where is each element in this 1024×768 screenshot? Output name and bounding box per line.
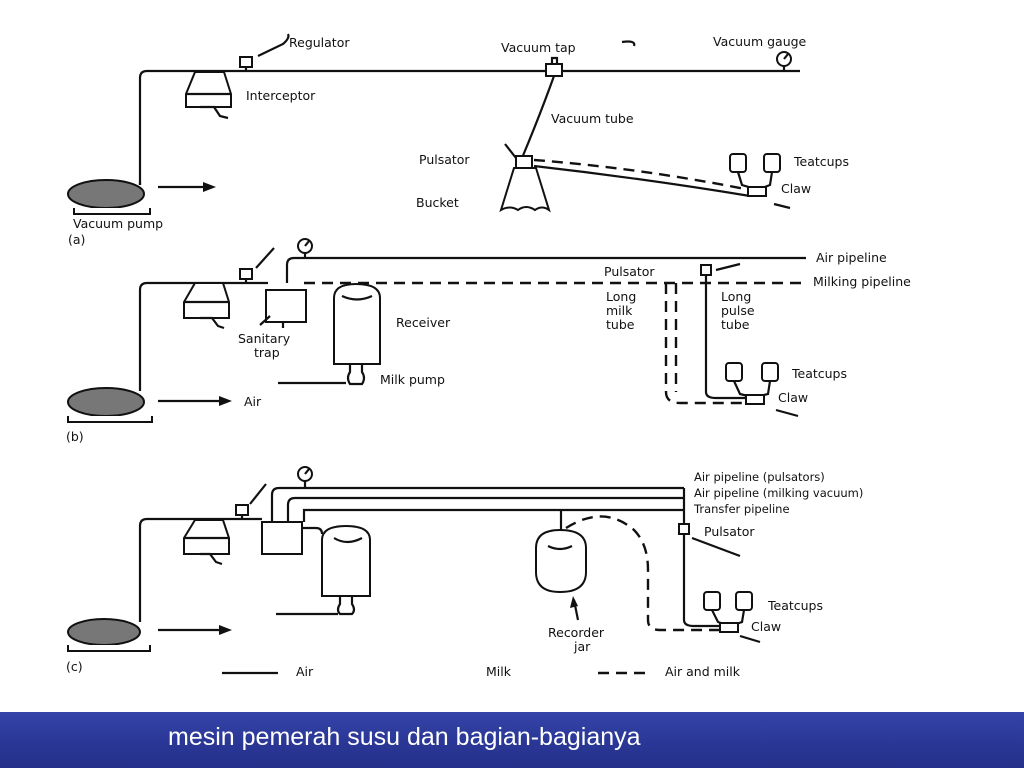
receiver-icon [333, 282, 381, 386]
footer-bar [0, 712, 1024, 768]
label-sanitary-trap-1: Sanitary [238, 331, 291, 346]
label-recorder-jar-2: jar [573, 639, 591, 654]
interceptor-icon [185, 71, 232, 120]
label-milking-pipeline: Milking pipeline [813, 274, 911, 289]
label-pulsator-a: Pulsator [419, 152, 470, 167]
panel-label-b: (b) [66, 429, 84, 444]
vacuum-pump-icon [67, 387, 153, 423]
label-air-pipeline: Air pipeline [816, 250, 887, 265]
label-teatcups-b: Teatcups [791, 366, 847, 381]
pulsator-icon [678, 523, 690, 535]
legend-air-and-milk: Air and milk [665, 664, 741, 679]
panel-c: Air pipeline (pulsators) Air pipeline (m… [66, 466, 863, 674]
tap-pointer [621, 40, 636, 47]
label-pulsator-b: Pulsator [604, 264, 655, 279]
vacuum-gauge-icon [297, 238, 313, 258]
label-regulator: Regulator [289, 35, 350, 50]
label-long-milk-tube-3: tube [606, 317, 635, 332]
panel-a: Regulator Vacuum tap Vacuum gauge Interc… [67, 33, 849, 247]
label-air-pipeline-pulsators: Air pipeline (pulsators) [694, 470, 825, 484]
label-vacuum-gauge: Vacuum gauge [713, 34, 807, 49]
pulsator-pointer [691, 536, 741, 558]
label-pulsator-c: Pulsator [704, 524, 755, 539]
pulsator-pointer [715, 262, 741, 272]
label-long-pulse-tube-2: pulse [721, 303, 755, 318]
claw-pointer [739, 634, 761, 644]
sanitary-trap-icon [265, 289, 307, 328]
bucket-icon [499, 155, 551, 213]
panel-label-c: (c) [66, 659, 83, 674]
label-recorder-jar-1: Recorder [548, 625, 605, 640]
label-long-milk-tube-2: milk [606, 303, 633, 318]
vacuum-tap-icon [545, 56, 563, 77]
receiver-icon [321, 524, 371, 616]
interceptor-icon [183, 519, 230, 566]
label-air-b: Air [244, 394, 262, 409]
label-long-milk-tube-1: Long [606, 289, 636, 304]
regulator-icon [239, 247, 275, 283]
interceptor-icon [183, 282, 230, 330]
legend-milk: Milk [486, 664, 512, 679]
label-teatcups-c: Teatcups [767, 598, 823, 613]
vacuum-gauge-icon [776, 51, 792, 71]
panel-b: Air pipeline Pulsator Milking pipeline L… [66, 238, 911, 444]
label-receiver: Receiver [396, 315, 451, 330]
regulator-icon [239, 33, 290, 71]
vacuum-gauge-icon [297, 466, 313, 488]
recorder-jar-icon [535, 510, 587, 594]
claw-pointer [773, 202, 791, 210]
slide-title: mesin pemerah susu dan bagian-bagianya [168, 723, 641, 751]
pulsator-icon [700, 264, 712, 276]
label-vacuum-tap: Vacuum tap [501, 40, 576, 55]
milking-machine-diagram: Regulator Vacuum tap Vacuum gauge Interc… [66, 33, 911, 679]
vacuum-pump-icon [67, 618, 151, 652]
teatcups-icon [703, 591, 753, 633]
sanitary-trap-pointer [259, 315, 271, 326]
label-bucket: Bucket [416, 195, 459, 210]
label-claw-a: Claw [781, 181, 811, 196]
label-vacuum-pump: Vacuum pump [73, 216, 163, 231]
teatcups-icon [725, 362, 779, 405]
label-claw-b: Claw [778, 390, 808, 405]
label-transfer-pipeline: Transfer pipeline [693, 502, 790, 516]
pulsator-pointer [504, 143, 517, 159]
claw-pointer [775, 408, 799, 418]
label-air-pipeline-milking-vacuum: Air pipeline (milking vacuum) [694, 486, 863, 500]
label-sanitary-trap-2: trap [254, 345, 280, 360]
legend: Air Milk Air and milk [222, 664, 741, 679]
label-long-pulse-tube-1: Long [721, 289, 751, 304]
legend-air: Air [296, 664, 314, 679]
vacuum-tube-line [520, 75, 556, 159]
vacuum-pump-icon [67, 179, 151, 215]
regulator-icon [235, 483, 267, 519]
teatcups-icon [729, 153, 781, 197]
panel-label-a: (a) [68, 232, 85, 247]
trap-to-receiver [302, 526, 324, 535]
sanitary-trap-icon [261, 521, 303, 555]
label-interceptor: Interceptor [246, 88, 316, 103]
label-vacuum-tube: Vacuum tube [551, 111, 634, 126]
label-teatcups-a: Teatcups [793, 154, 849, 169]
label-claw-c: Claw [751, 619, 781, 634]
label-long-pulse-tube-3: tube [721, 317, 750, 332]
label-milk-pump: Milk pump [380, 372, 445, 387]
